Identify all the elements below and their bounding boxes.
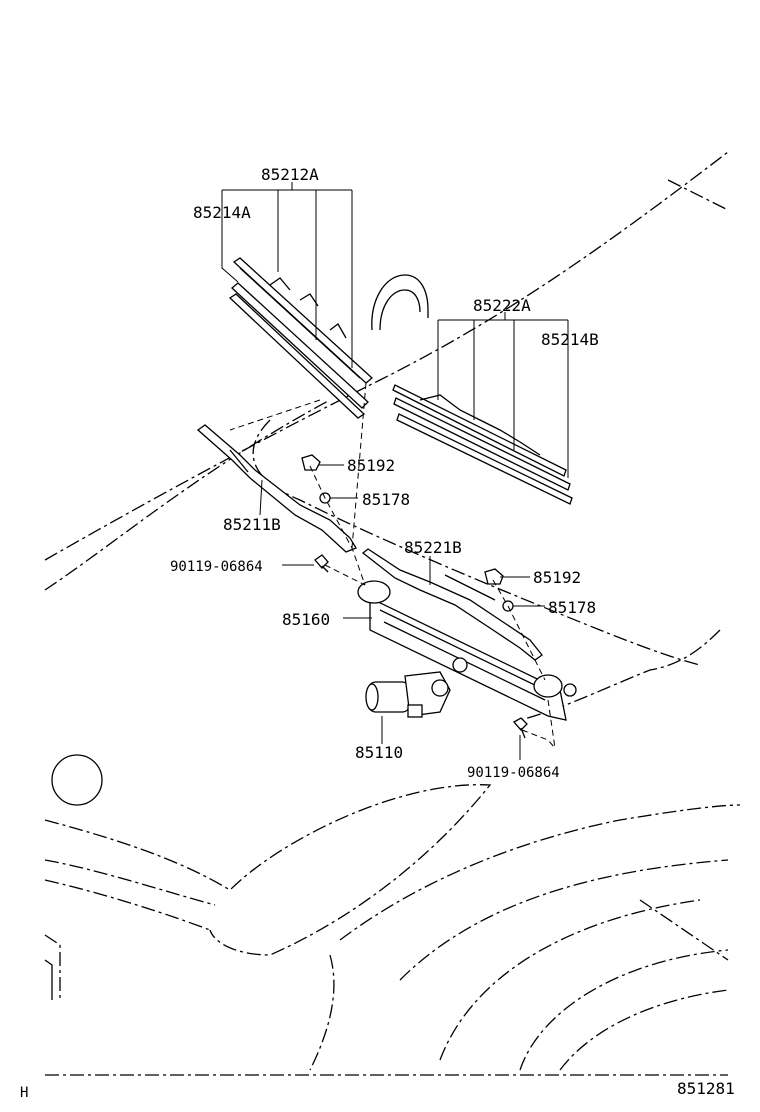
cap-rear: [484, 568, 504, 585]
label-85160: 85160: [282, 610, 330, 629]
label-85178-front: 85178: [362, 490, 410, 509]
wiper-motor: [365, 671, 451, 718]
label-85192-rear: 85192: [533, 568, 581, 587]
wiper-arm-front: [196, 424, 357, 553]
corner-mark-left: H: [20, 1085, 28, 1101]
label-90119-06864-right: 90119-06864: [467, 765, 560, 781]
label-85222A: 85222A: [473, 296, 531, 315]
link-assembly: [357, 580, 577, 721]
label-85211B: 85211B: [223, 515, 281, 534]
cap-front: [301, 454, 321, 471]
label-85110: 85110: [355, 743, 403, 762]
label-85214A: 85214A: [193, 203, 251, 222]
wiper-blade-right: [392, 384, 573, 505]
bolt-left: [314, 554, 329, 573]
wiper-arm-rear: [361, 548, 543, 661]
diagram-number: 851281: [677, 1079, 735, 1098]
label-85212A: 85212A: [261, 165, 319, 184]
label-85221B: 85221B: [404, 538, 462, 557]
assembly-lines: [229, 382, 556, 749]
wiper-blade-left: [228, 257, 373, 419]
bolt-right: [512, 717, 528, 739]
label-85178-rear: 85178: [548, 598, 596, 617]
leader-lines: [221, 182, 569, 760]
label-90119-06864-left: 90119-06864: [170, 559, 263, 575]
label-85214B: 85214B: [541, 330, 599, 349]
label-85192-front: 85192: [347, 456, 395, 475]
car-body-outline: [44, 151, 741, 1076]
